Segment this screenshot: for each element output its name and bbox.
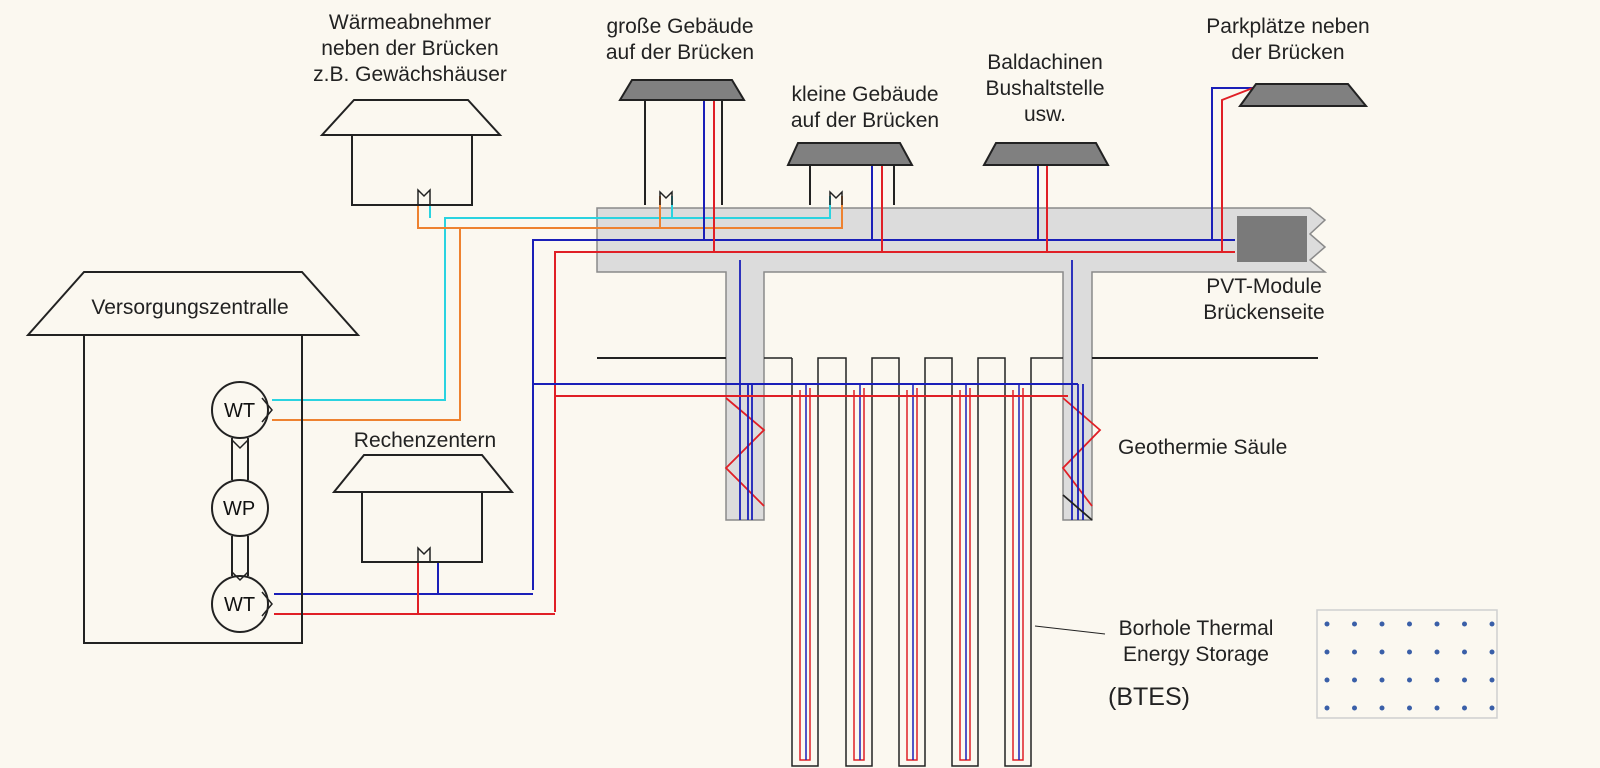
btes-dot <box>1407 621 1412 627</box>
baldachinen-canopy <box>982 142 1110 166</box>
borehole-heads <box>764 357 1063 390</box>
kleine-gebaeude-label: kleine Gebäude auf der Brücken <box>790 83 940 132</box>
grosse-gebaeude-building <box>618 79 746 205</box>
btes-dot <box>1462 621 1467 627</box>
pvt-module <box>1237 216 1307 262</box>
btes-dot <box>1407 677 1412 683</box>
btes-dot-grid <box>1316 609 1498 719</box>
btes-abbr-label: (BTES) <box>1108 683 1190 711</box>
heat-components <box>211 381 273 633</box>
btes-dot <box>1407 705 1412 711</box>
rechenzentren-label: Rechenzentern <box>353 429 497 452</box>
btes-dot <box>1379 621 1385 627</box>
btes-dot <box>1352 649 1357 655</box>
btes-dot <box>1324 705 1330 711</box>
btes-dot <box>1324 677 1330 683</box>
btes-dot <box>1352 621 1357 627</box>
btes-dot <box>1379 677 1385 683</box>
versorgungszentrale-building <box>25 271 361 644</box>
btes-dot <box>1489 705 1495 711</box>
rechenzentren-building <box>331 454 515 563</box>
btes-dot <box>1462 705 1467 711</box>
btes-dot <box>1407 649 1412 655</box>
wt-top-label: WT <box>224 400 255 422</box>
btes-dot <box>1352 677 1357 683</box>
building-pipes <box>274 85 1259 615</box>
versorgungszentrale-label: Versorgungszentralle <box>91 296 289 319</box>
btes-dot <box>1489 649 1495 655</box>
parkplaetze-canopy <box>1238 83 1369 107</box>
wt-bottom-label: WT <box>224 594 255 616</box>
geothermie-label: Geothermie Säule <box>1118 436 1288 459</box>
btes-dot <box>1489 677 1495 683</box>
baldachinen-label: Baldachinen Bushaltstelle usw. <box>985 51 1105 126</box>
btes-dot <box>1379 649 1385 655</box>
secondary-pipes <box>272 196 843 421</box>
btes-dot <box>1434 677 1440 683</box>
btes-dot <box>1462 677 1467 683</box>
waermeabnehmer-building <box>319 99 503 206</box>
wp-label: WP <box>223 498 255 520</box>
btes-dot <box>1489 621 1495 627</box>
btes-leader-line <box>1034 625 1106 635</box>
btes-dot <box>1434 621 1440 627</box>
waermeabnehmer-label: Wärmeabnehmer neben der Brücken z.B. Gew… <box>313 11 507 86</box>
btes-dot <box>1462 649 1467 655</box>
btes-dot <box>1324 621 1330 627</box>
parkplaetze-label: Parkplätze neben der Brücken <box>1206 15 1370 64</box>
pvt-module-label: PVT-Module Brückenseite <box>1203 275 1325 324</box>
btes-dot <box>1434 649 1440 655</box>
borehole-tubes <box>791 384 1032 767</box>
btes-dot <box>1379 705 1385 711</box>
btes-label: Borhole Thermal Energy Storage <box>1118 617 1274 666</box>
bridge-pipes <box>532 239 1235 612</box>
grosse-gebaeude-label: große Gebäude auf der Brücken <box>605 15 755 64</box>
btes-dot <box>1324 649 1330 655</box>
kleine-gebaeude-building <box>786 142 914 205</box>
bridge-deck <box>596 207 1328 521</box>
btes-dot <box>1434 705 1440 711</box>
btes-dot <box>1352 705 1357 711</box>
